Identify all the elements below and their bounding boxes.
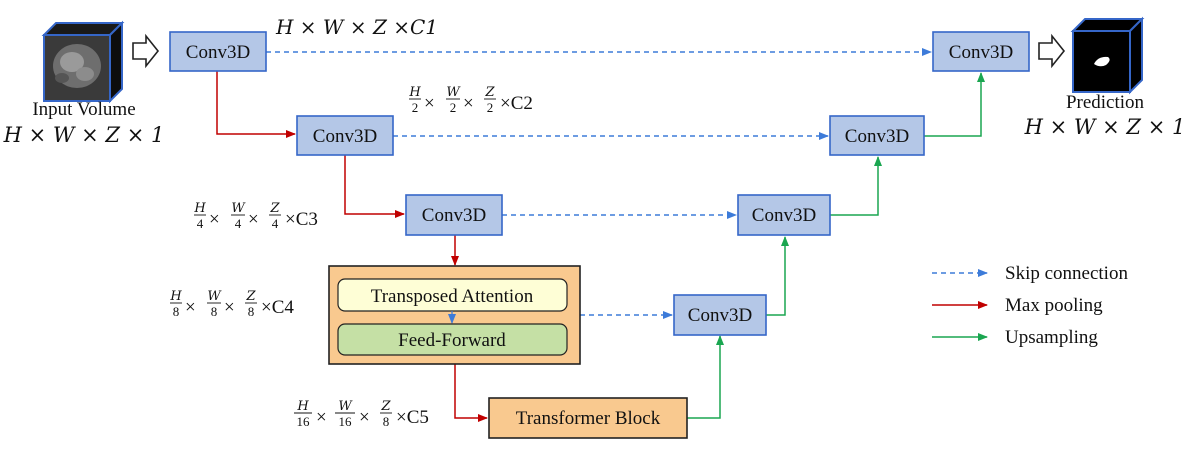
svg-text:H: H <box>169 289 182 304</box>
dim-label-c4: H 8 × W 8 × Z 8 ×C4 <box>169 289 294 319</box>
svg-text:W: W <box>231 201 246 216</box>
output-arrow-icon <box>1038 33 1066 69</box>
decoder-block-2-label: Conv3D <box>845 126 909 147</box>
encoder-block-1-label: Conv3D <box>186 42 250 63</box>
svg-text:Z: Z <box>380 399 391 414</box>
transformer-block: Transformer Block <box>488 397 688 439</box>
svg-text:8: 8 <box>211 304 218 319</box>
svg-text:×C5: ×C5 <box>396 407 429 428</box>
encoder-block-2: Conv3D <box>296 115 394 156</box>
input-arrow-icon <box>132 33 160 69</box>
svg-text:×: × <box>209 209 220 230</box>
pool-line-4 <box>454 364 488 422</box>
decoder-block-3: Conv3D <box>737 194 831 236</box>
decoder-block-3-label: Conv3D <box>752 205 816 226</box>
svg-text:×C3: ×C3 <box>285 209 318 230</box>
svg-text:×C2: ×C2 <box>500 93 533 114</box>
svg-text:×: × <box>316 407 327 428</box>
svg-text:4: 4 <box>235 216 242 231</box>
legend: Skip connection Max pooling Upsampling <box>932 263 1128 348</box>
decoder-block-4: Conv3D <box>673 294 767 336</box>
encoder-block-3: Conv3D <box>405 194 503 236</box>
svg-text:H: H <box>296 399 309 414</box>
pool-line-1 <box>216 71 296 138</box>
attention-label: Transposed Attention <box>371 286 534 307</box>
transformer-block-label: Transformer Block <box>516 408 661 429</box>
svg-text:×: × <box>424 93 435 114</box>
svg-text:H: H <box>193 201 206 216</box>
svg-text:Z: Z <box>245 289 256 304</box>
svg-text:2: 2 <box>412 100 419 115</box>
svg-text:×: × <box>463 93 474 114</box>
input-dims: H × W × Z × 1 <box>3 123 165 147</box>
svg-text:×C4: ×C4 <box>261 297 294 318</box>
svg-text:2: 2 <box>487 100 494 115</box>
upsampling-connections <box>687 72 985 419</box>
pool-line-2 <box>344 155 405 218</box>
up-line-4 <box>924 72 985 137</box>
decoder-block-2: Conv3D <box>829 115 925 156</box>
svg-text:H: H <box>408 85 421 100</box>
prediction-volume-icon <box>1070 16 1145 95</box>
transformer-group: Transposed Attention Feed-Forward <box>328 265 581 365</box>
dim-label-c2: H 2 × W 2 × Z 2 ×C2 <box>408 85 533 115</box>
svg-text:4: 4 <box>197 216 204 231</box>
up-line-3 <box>830 156 882 216</box>
dim-label-c1: H × W × Z ×C1 <box>275 15 438 39</box>
svg-text:×: × <box>359 407 370 428</box>
svg-text:16: 16 <box>339 414 353 429</box>
dim-label-c5: H 16 × W 16 × Z 8 ×C5 <box>294 399 429 429</box>
svg-text:Z: Z <box>269 201 280 216</box>
encoder-block-1: Conv3D <box>169 31 267 72</box>
input-volume-icon <box>41 20 125 104</box>
dim-label-c3: H 4 × W 4 × Z 4 ×C3 <box>193 201 318 231</box>
svg-text:Z: Z <box>484 85 495 100</box>
decoder-block-1-label: Conv3D <box>949 42 1013 63</box>
encoder-block-2-label: Conv3D <box>313 126 377 147</box>
decoder-block-4-label: Conv3D <box>688 305 752 326</box>
input-label: Input Volume <box>32 99 135 120</box>
skip-connections <box>266 48 932 319</box>
svg-text:16: 16 <box>297 414 311 429</box>
svg-text:W: W <box>338 399 353 414</box>
legend-skip-label: Skip connection <box>1005 263 1128 284</box>
decoder-block-1: Conv3D <box>932 31 1030 72</box>
svg-text:×: × <box>248 209 259 230</box>
svg-text:×: × <box>185 297 196 318</box>
encoder-block-3-label: Conv3D <box>422 205 486 226</box>
legend-up-label: Upsampling <box>1005 327 1098 348</box>
svg-text:W: W <box>446 85 461 100</box>
legend-pool-label: Max pooling <box>1005 295 1103 316</box>
ffn-label: Feed-Forward <box>398 330 506 351</box>
pooling-connections <box>216 71 488 422</box>
svg-text:8: 8 <box>173 304 180 319</box>
prediction-label: Prediction <box>1066 92 1145 113</box>
prediction-dims: H × W × Z × 1 <box>1024 115 1186 139</box>
svg-text:8: 8 <box>383 414 390 429</box>
up-line-1 <box>687 335 724 419</box>
svg-text:2: 2 <box>450 100 457 115</box>
svg-text:8: 8 <box>248 304 255 319</box>
svg-text:×: × <box>224 297 235 318</box>
svg-text:4: 4 <box>272 216 279 231</box>
up-line-2 <box>766 236 789 316</box>
svg-text:W: W <box>207 289 222 304</box>
